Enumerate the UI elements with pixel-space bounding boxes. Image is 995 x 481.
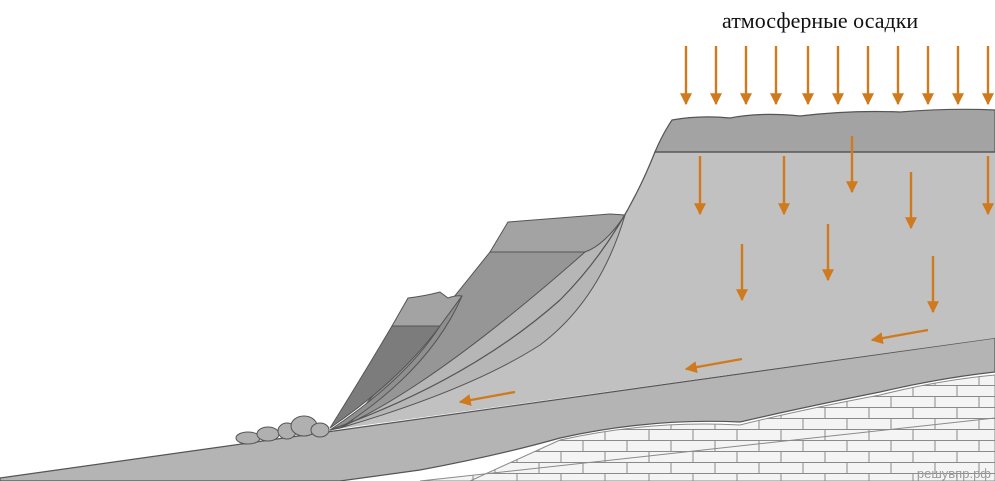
precipitation-arrows [686,46,988,104]
watermark: решувпр.рф [917,466,991,481]
precipitation-caption: атмосферные осадки [722,8,918,34]
topsoil-layer [655,109,995,152]
